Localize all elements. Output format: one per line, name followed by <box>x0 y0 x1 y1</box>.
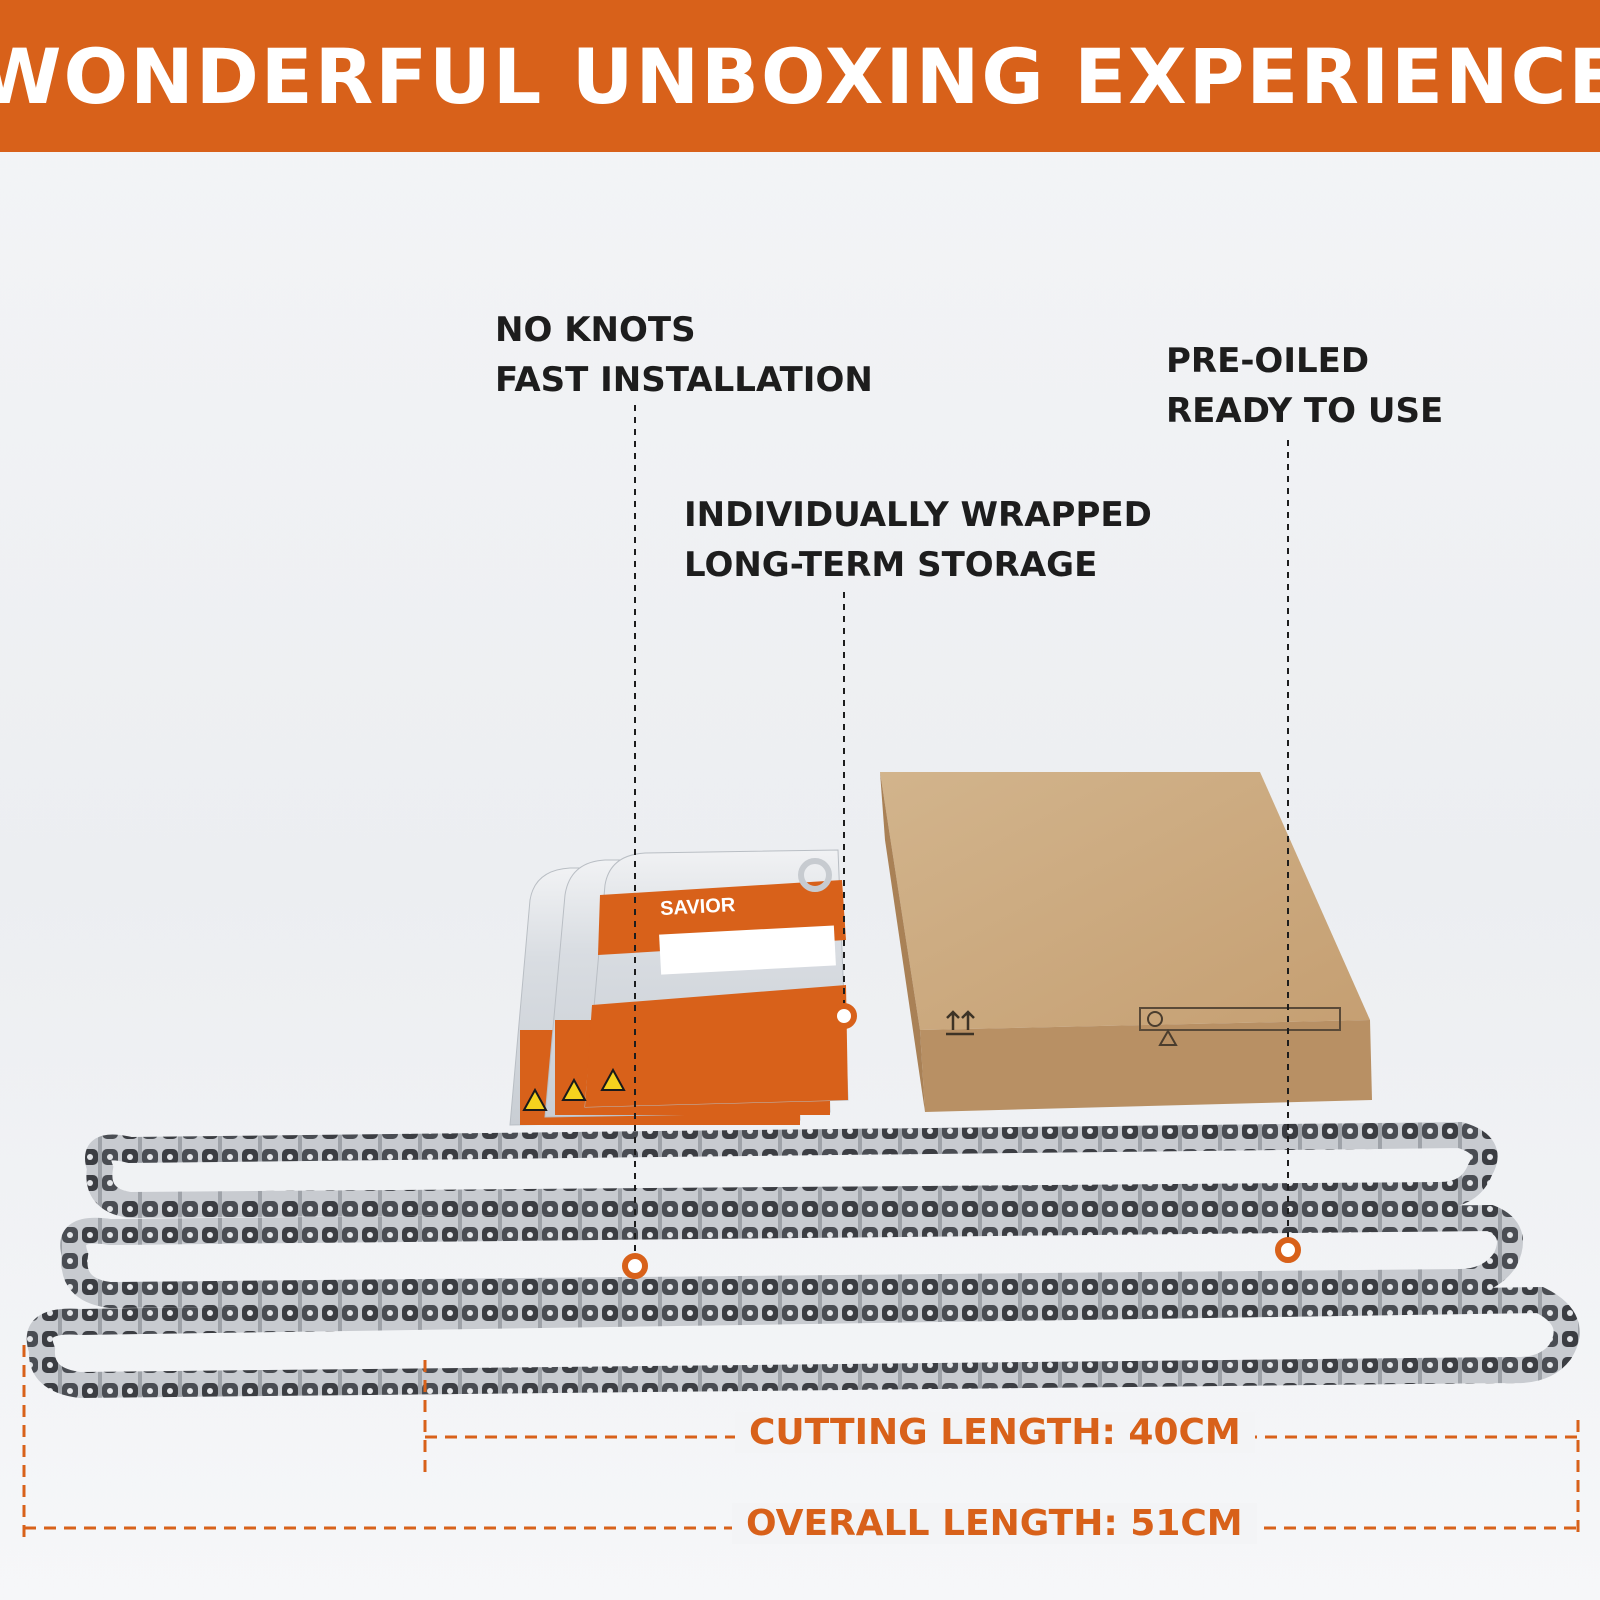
overall-length-label: OVERALL LENGTH: 51CM <box>732 1503 1257 1544</box>
leader-dot-icon <box>1275 1237 1301 1263</box>
chain-loop-top <box>85 1121 1498 1219</box>
callout-wrapped-line2: LONG-TERM STORAGE <box>684 545 1098 585</box>
loose-chains <box>26 1121 1580 1399</box>
chain-loop-middle <box>60 1204 1523 1309</box>
callout-wrapped: INDIVIDUALLY WRAPPED LONG-TERM STORAGE <box>684 490 1152 590</box>
leader-lines <box>634 405 1289 1255</box>
pack-brand: SAVIOR <box>660 894 737 920</box>
banner-title: WONDERFUL UNBOXING EXPERIENCE <box>0 31 1600 121</box>
header-banner: WONDERFUL UNBOXING EXPERIENCE <box>0 0 1600 152</box>
callout-pre-oiled: PRE-OILED READY TO USE <box>1166 336 1443 436</box>
chain-packs: SAVIOR <box>509 849 849 1126</box>
box-label-strip <box>1139 1007 1341 1031</box>
chain-loop-bottom <box>26 1286 1580 1399</box>
warning-icon <box>1158 1028 1178 1046</box>
callout-no-knots-line2: FAST INSTALLATION <box>495 360 873 400</box>
cutting-length-label: CUTTING LENGTH: 40CM <box>735 1412 1255 1453</box>
callout-wrapped-line1: INDIVIDUALLY WRAPPED <box>684 495 1152 535</box>
cardboard-box <box>880 772 1372 1112</box>
dimension-lines <box>22 1345 1580 1540</box>
leader-dot-icon <box>622 1253 648 1279</box>
callout-pre-oiled-line2: READY TO USE <box>1166 391 1444 431</box>
chain-pack-front: SAVIOR <box>584 849 849 1108</box>
callout-no-knots-line1: NO KNOTS <box>495 310 696 350</box>
this-side-up-icon <box>946 1010 975 1036</box>
warning-icon <box>522 1067 626 1111</box>
callout-pre-oiled-line1: PRE-OILED <box>1166 341 1370 381</box>
callout-no-knots: NO KNOTS FAST INSTALLATION <box>495 305 873 405</box>
recycle-icon <box>1147 1011 1163 1027</box>
leader-dot-icon <box>831 1003 857 1029</box>
